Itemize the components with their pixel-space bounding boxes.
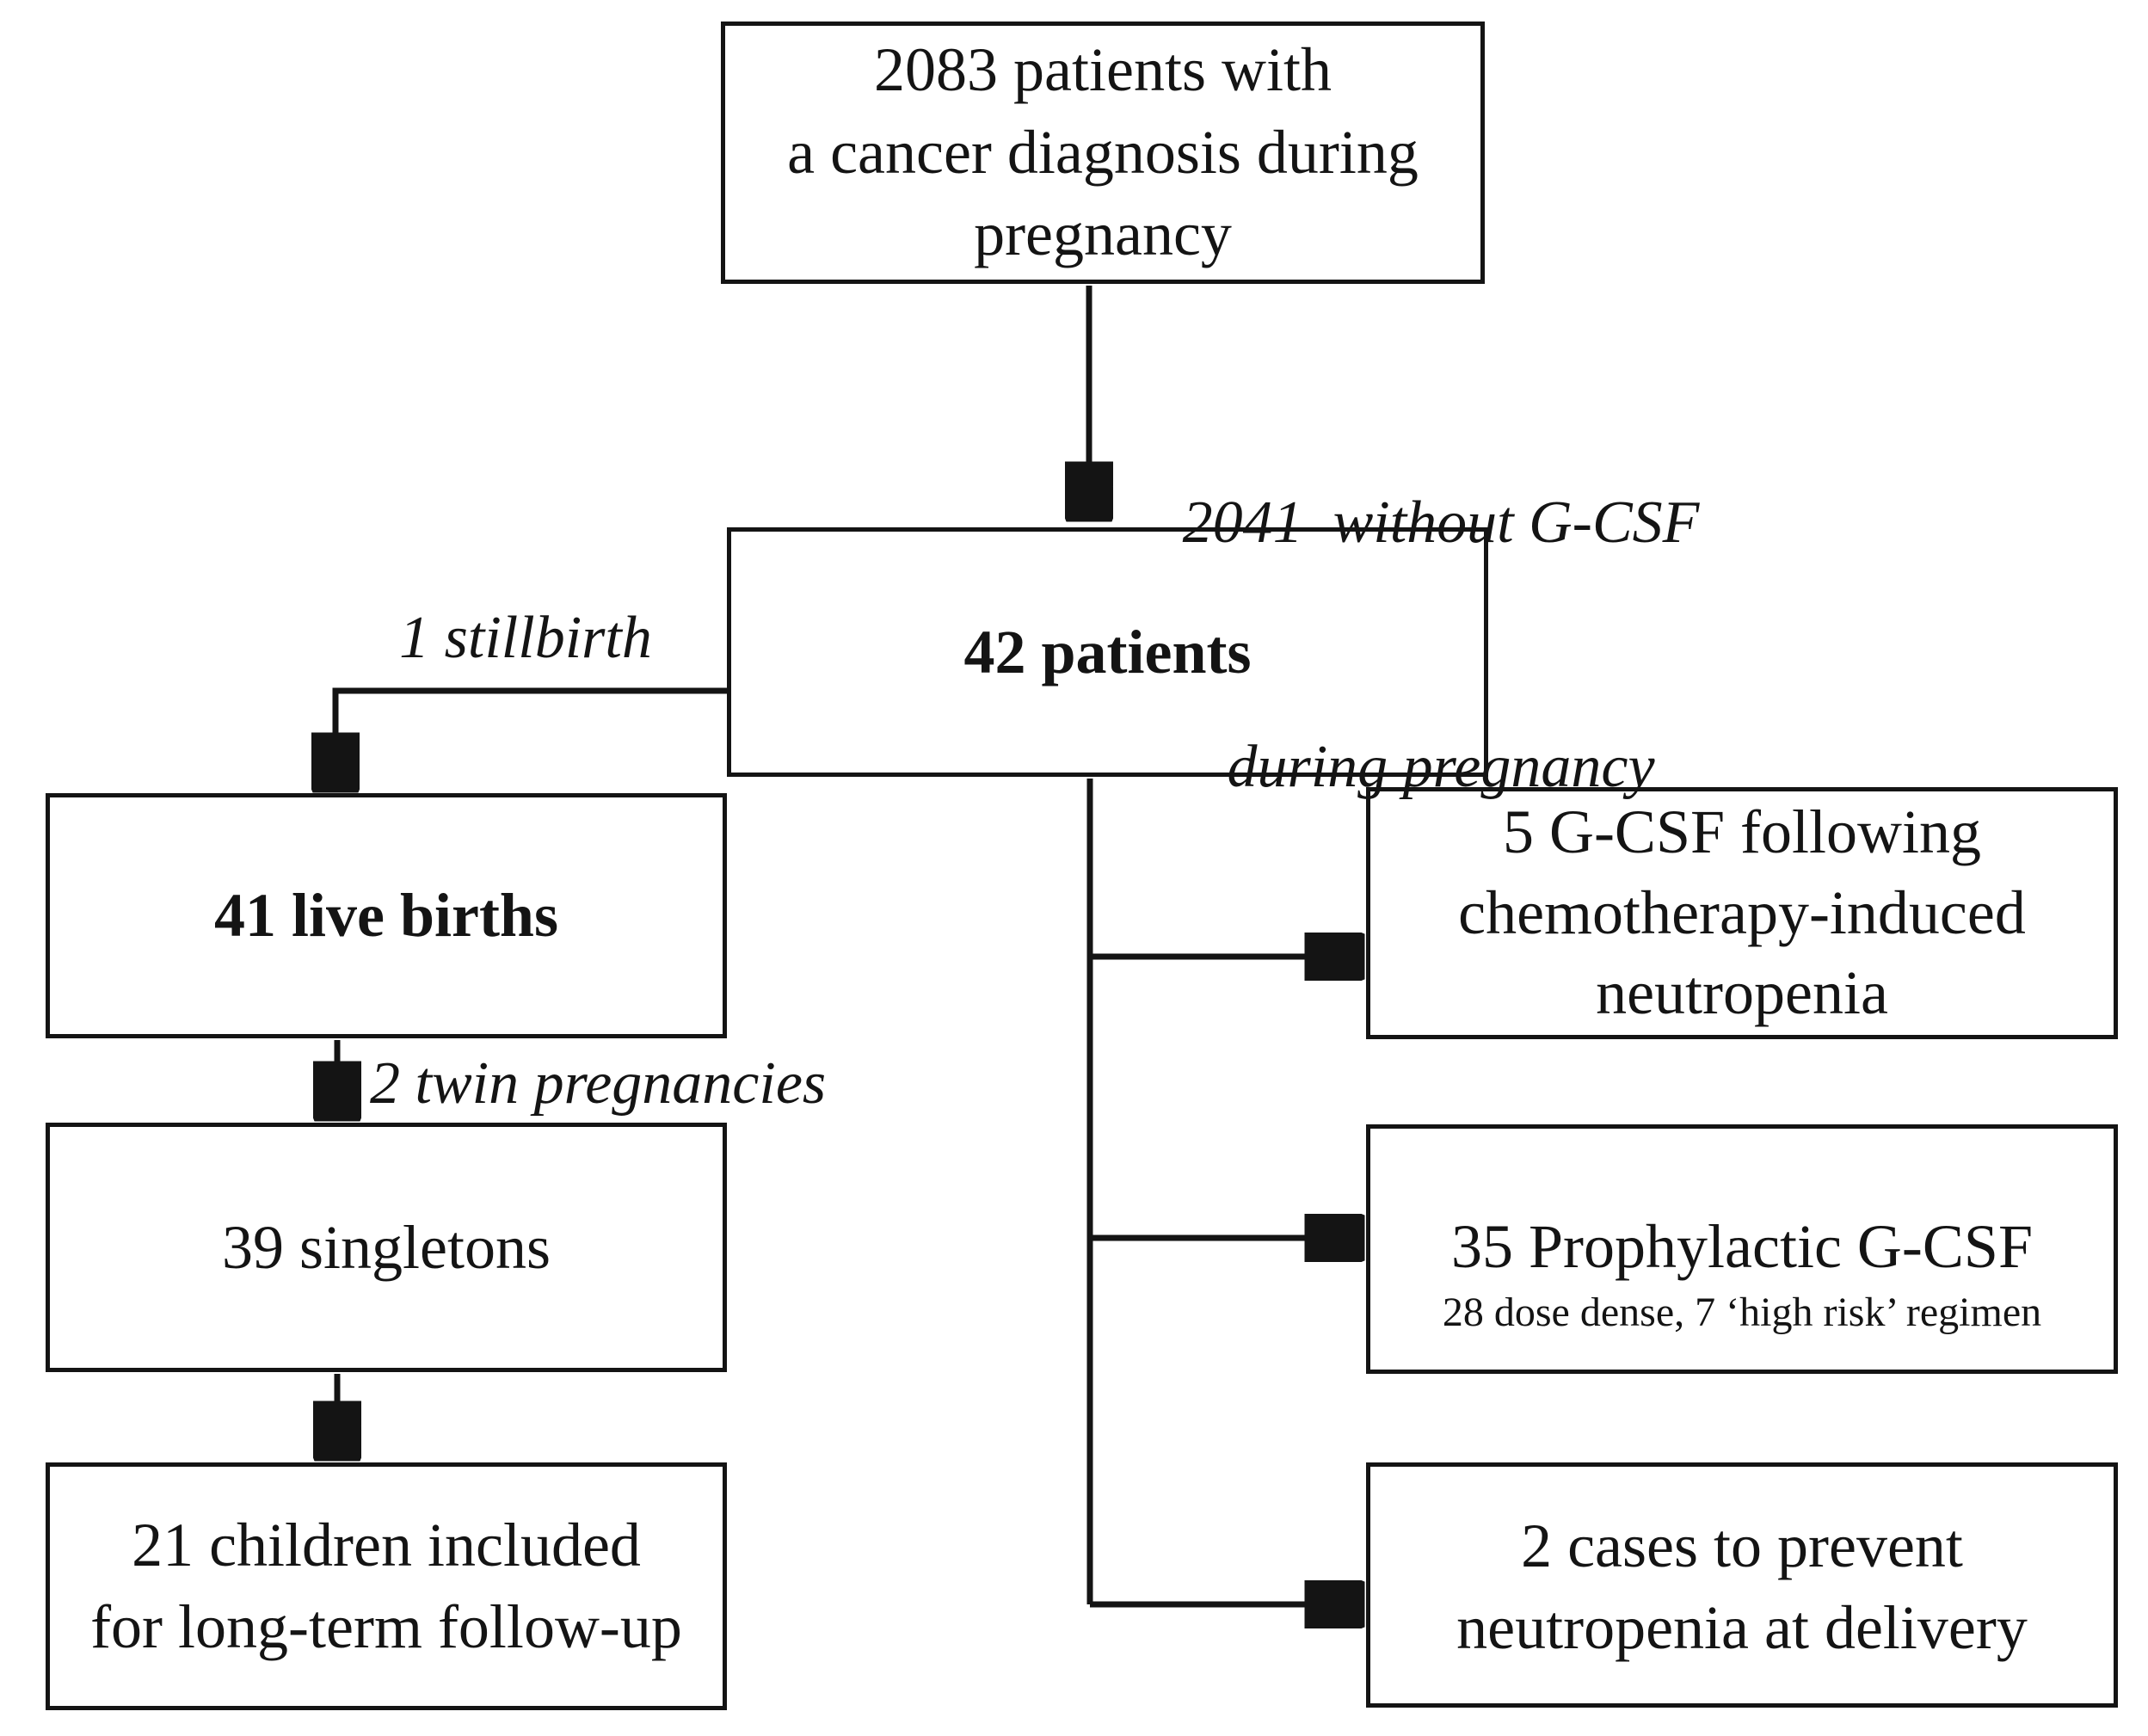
node-gcsf-delivery: 2 cases to prevent neutropenia at delive… [1366, 1462, 2118, 1708]
edge-42-to-livebirths-stillbirth [335, 687, 727, 788]
node-gcsf-cin-line1: 5 G-CSF following [1502, 797, 1982, 867]
edge-label-without-gcsf-line1: 2041 without G-CSF [1182, 489, 1700, 556]
node-41-live-births: 41 live births [46, 793, 727, 1038]
edge-label-without-gcsf-line2: during pregnancy [1227, 733, 1655, 800]
node-gcsf-chemo-neutropenia: 5 G-CSF following chemotherapy-induced n… [1366, 787, 2118, 1039]
node-cohort: 2083 patients with a cancer diagnosis du… [721, 22, 1485, 284]
node-prophylactic-gcsf-main: 35 Prophylactic G-CSF [1451, 1212, 2033, 1282]
node-followup-line1: 21 children included [132, 1510, 641, 1579]
edge-label-stillbirth: 1 stillbirth [399, 605, 652, 671]
edge-label-without-gcsf: 2041 without G-CSF during pregnancy [1144, 320, 1738, 970]
node-39-singletons-label: 39 singletons [221, 1212, 551, 1282]
node-prophylactic-gcsf: 35 Prophylactic G-CSF 28 dose dense, 7 ‘… [1366, 1124, 2118, 1374]
node-cohort-line3: pregnancy [974, 200, 1232, 269]
node-cohort-line1: 2083 patients with [874, 34, 1332, 104]
node-followup-line2: for long-term follow-up [90, 1592, 682, 1661]
node-gcsf-delivery-line2: neutropenia at delivery [1456, 1593, 2028, 1663]
node-39-singletons: 39 singletons [46, 1123, 727, 1372]
node-gcsf-cin-line2: chemotherapy-induced [1458, 877, 2026, 947]
edge-label-twin-pregnancies: 2 twin pregnancies [370, 1050, 827, 1117]
node-cohort-line2: a cancer diagnosis during [787, 117, 1419, 187]
node-gcsf-cin-line3: neutropenia [1596, 958, 1888, 1028]
node-41-live-births-label: 41 live births [213, 881, 558, 951]
node-gcsf-delivery-line1: 2 cases to prevent [1521, 1511, 1963, 1580]
node-21-children-followup: 21 children included for long-term follo… [46, 1462, 727, 1710]
node-42-patients-label: 42 patients [963, 617, 1252, 686]
node-prophylactic-gcsf-sub: 28 dose dense, 7 ‘high risk’ regimen [1442, 1289, 2042, 1335]
node-42-patients: 42 patients [727, 527, 1488, 777]
